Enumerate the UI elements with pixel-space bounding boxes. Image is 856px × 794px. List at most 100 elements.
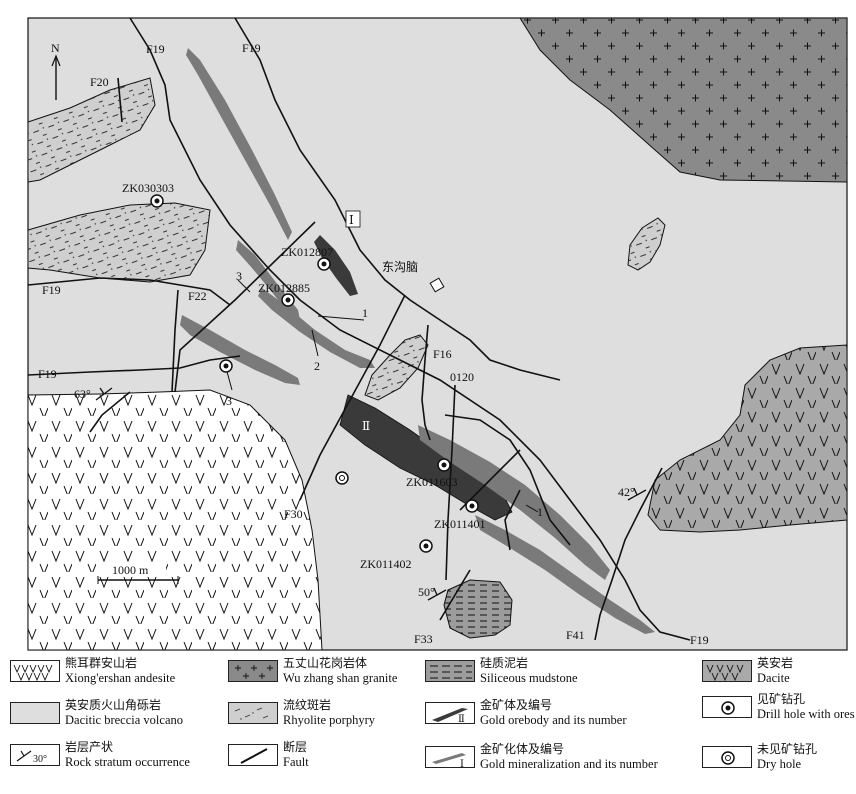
- dacite-pattern: [648, 345, 847, 532]
- legend-cn: 英安岩: [757, 656, 794, 670]
- strike-dip-symbols: [95, 387, 647, 601]
- fault-label-f19: F19: [690, 633, 709, 647]
- legend-en: Drill hole with ores: [757, 707, 855, 721]
- drill-label: ZK012885: [258, 281, 310, 295]
- drill-label: ZK011402: [360, 557, 412, 571]
- orebody-swatch-number: Ⅱ: [458, 714, 465, 724]
- mineralization-body: [180, 315, 300, 385]
- line-1: [317, 315, 365, 321]
- drill-hole-ore: [281, 293, 295, 307]
- rhyolite-body-pattern: [628, 218, 665, 270]
- drill-holes: [150, 194, 479, 553]
- legend-en: Dry hole: [757, 757, 802, 771]
- dip-label: 63°: [74, 387, 91, 401]
- legend-en: Fault: [283, 755, 309, 769]
- fault-label-f22: F22: [188, 289, 207, 303]
- fault-label-f19: F19: [42, 283, 61, 297]
- line-3: [237, 279, 251, 293]
- drill-label: ZK030303: [122, 181, 174, 195]
- legend-cn: 见矿钻孔: [757, 692, 806, 706]
- faults: [27, 17, 691, 641]
- scale-bar: 1000 m: [97, 562, 179, 584]
- legend-en: Rock stratum occurrence: [65, 755, 190, 769]
- drill-label: ZK012807: [281, 245, 333, 259]
- fault-label-f19: F19: [242, 41, 261, 55]
- village-marker: [429, 277, 445, 293]
- legend-cn: 英安质火山角砾岩: [65, 698, 162, 712]
- fault-f16: [421, 324, 431, 441]
- orebody-swatch: Ⅱ: [425, 702, 475, 724]
- drill-dry-swatch: [702, 746, 752, 768]
- legend-en: Xiong'ershan andesite: [65, 671, 176, 685]
- fault-cross-1: [174, 221, 316, 393]
- legend-cn: 岩层产状: [65, 740, 114, 754]
- drill-label: ZK011603: [406, 475, 458, 489]
- legend-en: Siliceous mudstone: [480, 671, 578, 685]
- drill-hole-ore: [465, 499, 479, 513]
- geological-map: N 1000 m F19 F19 F19 F19 F19 F20 F22 F30…: [27, 17, 848, 651]
- fault-label-f19: F19: [146, 42, 165, 56]
- drill-ore-swatch: [702, 696, 752, 718]
- line-2: [311, 329, 319, 357]
- strike-dip-swatch: 30°: [10, 744, 60, 766]
- drill-hole-ore: [317, 257, 331, 271]
- legend-en: Gold orebody and its number: [480, 713, 627, 727]
- orebody-number-II: Ⅱ: [362, 419, 370, 433]
- place-name: 东沟脑: [382, 260, 418, 274]
- fault-f30: [299, 294, 406, 501]
- legend-en: Wu zhang shan granite: [283, 671, 398, 685]
- drill-label: ZK011401: [434, 517, 486, 531]
- fault-f20: [117, 77, 123, 123]
- orebody-II: [339, 394, 513, 521]
- drill-hole-ore: [437, 458, 451, 472]
- fault-line-0120: [445, 384, 456, 581]
- legend-cn: 断层: [283, 740, 308, 754]
- rhyolite-body-pattern: [28, 78, 155, 182]
- mineralization-swatch: Ⅰ: [425, 746, 475, 768]
- fault-f22: [171, 289, 179, 393]
- fault-cross-4: [504, 489, 521, 551]
- fault-label-f16: F16: [433, 347, 452, 361]
- line-1b: [525, 504, 539, 513]
- mineral-number: 3: [226, 394, 232, 408]
- mineral-number: 1: [362, 306, 368, 320]
- mineralization-swatch-number: Ⅰ: [460, 759, 464, 768]
- fault-ne: [444, 414, 571, 546]
- legend-en: Gold mineralization and its number: [480, 757, 658, 771]
- orebody-number-I: Ⅰ: [349, 213, 354, 227]
- mineral-number: 2: [314, 359, 320, 373]
- dip-label: 50°: [418, 585, 435, 599]
- fault-cross-2: [89, 391, 131, 433]
- legend-cn: 金矿体及编号: [480, 698, 553, 712]
- mineralization-body: [186, 48, 292, 240]
- north-arrow: N: [51, 41, 61, 100]
- fault-label-f20: F20: [90, 75, 109, 89]
- mudstone-pattern: [444, 580, 512, 638]
- legend-cn: 熊耳群安山岩: [65, 656, 138, 670]
- drill-hole-ore: [419, 539, 433, 553]
- line-label: 0120: [450, 370, 474, 384]
- dacite-swatch: [702, 660, 752, 682]
- fault-f41: [594, 467, 663, 641]
- drill-hole-ore: [150, 194, 164, 208]
- mudstone-swatch: [425, 660, 475, 682]
- granite-pattern: [520, 18, 847, 182]
- mineralization-body: [258, 288, 375, 368]
- rhyolite-body-pattern: [365, 335, 428, 400]
- scale-label: 1000 m: [112, 563, 149, 577]
- fault-f19-main: [129, 17, 691, 641]
- andesite-pattern: [28, 390, 322, 650]
- fault-label-f19: F19: [38, 367, 57, 381]
- drill-hole-ore: [219, 359, 233, 373]
- fault-label-f33: F33: [414, 632, 433, 646]
- legend-en: Dacite: [757, 671, 790, 685]
- fault-swatch: [228, 744, 278, 766]
